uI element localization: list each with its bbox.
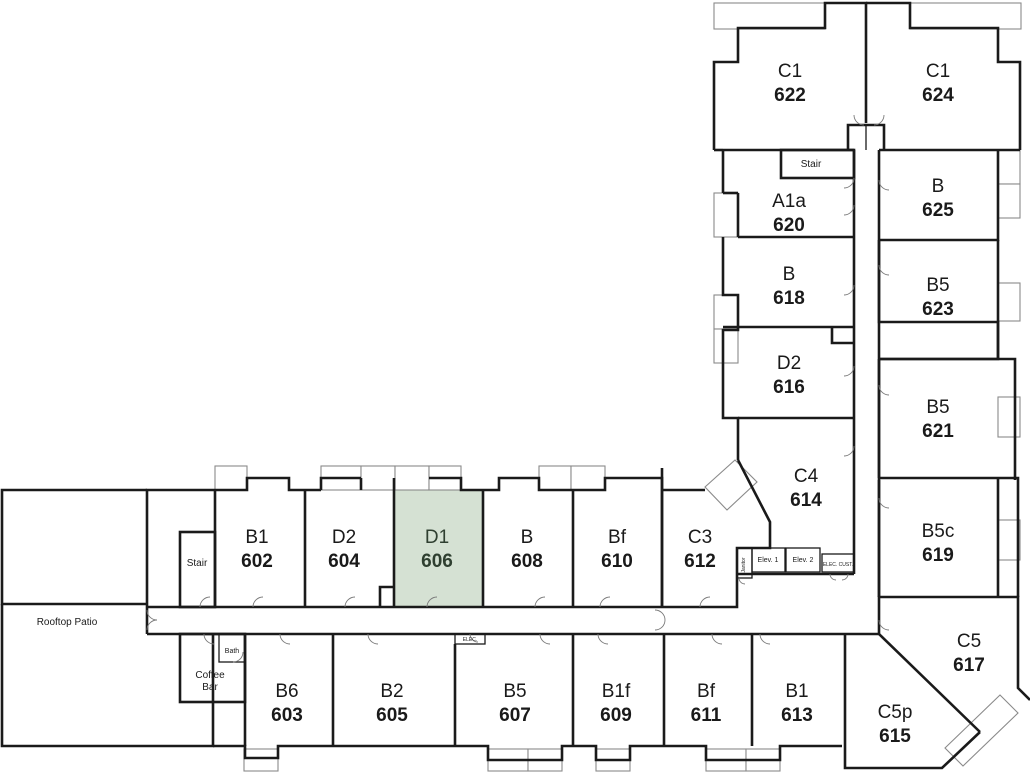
room-614-type: C4	[794, 466, 819, 487]
room-602-number: 602	[241, 551, 273, 572]
room-625-number: 625	[922, 200, 954, 221]
room-622-type: C1	[778, 61, 802, 82]
room-619-number: 619	[922, 545, 954, 566]
coffee-bar-label-line2: Bar	[202, 682, 218, 693]
room-608-type: B	[521, 527, 534, 548]
room-615-number: 615	[879, 726, 911, 747]
room-604-number: 604	[328, 551, 360, 572]
janitor-label: Janitor	[741, 557, 747, 572]
room-603-number: 603	[271, 705, 303, 726]
room-605-type: B2	[380, 681, 403, 702]
room-621-number: 621	[922, 421, 954, 442]
coffee-bar-label-line1: Coffee	[195, 670, 225, 681]
elevator-1-label: Elev. 1	[758, 557, 779, 564]
room-labels: B1 602 D2 604 D1 606 B 608 Bf 610 C3 612…	[241, 61, 985, 747]
room-620-type: A1a	[772, 191, 806, 212]
room-610-type: Bf	[608, 527, 627, 548]
room-611-type: Bf	[697, 681, 716, 702]
room-613-number: 613	[781, 705, 813, 726]
room-606-type: D1	[425, 527, 449, 548]
stair-north-label: Stair	[801, 159, 822, 170]
room-616-number: 616	[773, 377, 805, 398]
room-624-number: 624	[922, 85, 954, 106]
bath-label: Bath	[225, 648, 240, 655]
room-607-number: 607	[499, 705, 531, 726]
room-608-number: 608	[511, 551, 543, 572]
room-609-number: 609	[600, 705, 632, 726]
room-621-type: B5	[926, 397, 949, 418]
room-623-number: 623	[922, 299, 954, 320]
room-618-type: B	[783, 264, 796, 285]
room-623-type: B5	[926, 275, 949, 296]
room-603-type: B6	[275, 681, 298, 702]
room-604-type: D2	[332, 527, 356, 548]
room-614-number: 614	[790, 490, 822, 511]
room-612-number: 612	[684, 551, 716, 572]
stair-west-label: Stair	[187, 558, 208, 569]
room-612-type: C3	[688, 527, 712, 548]
room-617-number: 617	[953, 655, 985, 676]
room-602-type: B1	[245, 527, 268, 548]
room-609-type: B1f	[602, 681, 631, 702]
room-619-type: B5c	[922, 521, 955, 542]
room-613-type: B1	[785, 681, 808, 702]
room-606-number: 606	[421, 551, 453, 572]
room-606-highlight	[394, 490, 483, 607]
room-622-number: 622	[774, 85, 806, 106]
rooftop-patio-label: Rooftop Patio	[37, 617, 98, 628]
elec-label: ELEC.	[463, 637, 477, 643]
room-618-number: 618	[773, 288, 805, 309]
room-615-type: C5p	[878, 702, 913, 723]
room-625-type: B	[932, 176, 945, 197]
room-605-number: 605	[376, 705, 408, 726]
room-617-type: C5	[957, 631, 981, 652]
room-624-type: C1	[926, 61, 950, 82]
room-610-number: 610	[601, 551, 633, 572]
doors	[146, 114, 890, 663]
room-620-number: 620	[773, 215, 805, 236]
elevator-2-label: Elev. 2	[793, 557, 814, 564]
facility-labels: Rooftop Patio Stair Stair Coffee Bar Bat…	[37, 159, 853, 693]
room-607-type: B5	[503, 681, 526, 702]
room-616-type: D2	[777, 353, 801, 374]
room-611-number: 611	[691, 705, 722, 726]
elec-cust-label: ELEC. CUST.	[823, 562, 853, 568]
